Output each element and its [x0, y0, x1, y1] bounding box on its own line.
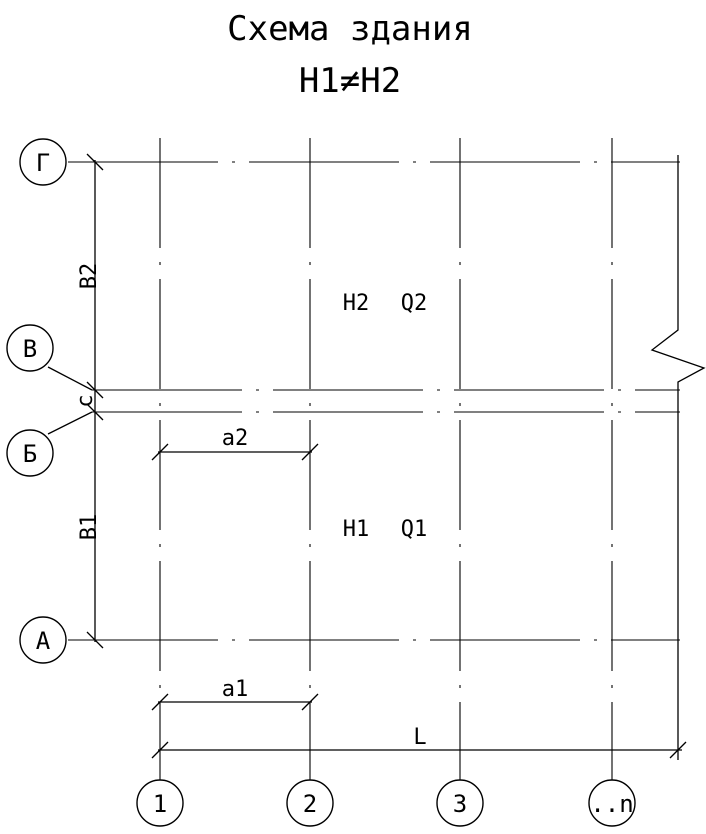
row-axis-bubble	[19, 616, 67, 664]
dim-tick	[151, 443, 169, 461]
dim-tick	[151, 741, 169, 759]
dimension-l-label: L	[413, 725, 426, 750]
dimension-a2-label: a2	[222, 426, 249, 451]
column-axis-label: ..n	[590, 790, 633, 818]
column-axis-bubble	[588, 779, 636, 827]
dimension-c-label: c	[73, 394, 98, 407]
column-axis-bubble	[286, 779, 334, 827]
dimension-a1-label: a1	[222, 677, 249, 702]
dim-tick	[151, 693, 169, 711]
dimension-b2-label: B2	[77, 263, 102, 290]
leader-line	[47, 411, 93, 435]
row-axis-bubble	[6, 429, 54, 477]
dim-tick	[86, 631, 104, 649]
dim-tick	[301, 443, 319, 461]
dim-tick	[86, 403, 104, 421]
dim-tick	[301, 693, 319, 711]
dim-tick	[86, 381, 104, 399]
leader-line	[47, 366, 93, 391]
row-axis-label: Б	[23, 440, 37, 468]
dim-tick	[86, 153, 104, 171]
zone-upper-load: Q2	[401, 291, 428, 316]
zone-upper-height: H2	[343, 291, 370, 316]
column-axis-label: 1	[153, 790, 167, 818]
column-axis-bubble	[136, 779, 184, 827]
dim-tick	[669, 741, 687, 759]
drawing-title: Схема здания	[227, 9, 473, 49]
zone-lower-height: H1	[343, 517, 370, 542]
row-axis-bubble	[19, 138, 67, 186]
dimension-b1-label: B1	[77, 514, 102, 541]
zone-lower-load: Q1	[401, 517, 428, 542]
column-axis-label: 2	[303, 790, 317, 818]
column-axis-label: 3	[453, 790, 467, 818]
drawing-subtitle: H1≠H2	[299, 61, 401, 101]
row-axis-bubble	[6, 324, 54, 372]
column-axis-bubble	[436, 779, 484, 827]
break-line	[650, 155, 706, 760]
row-axis-label: А	[36, 627, 51, 655]
row-axis-label: Г	[36, 149, 50, 177]
row-axis-label: В	[23, 335, 37, 363]
